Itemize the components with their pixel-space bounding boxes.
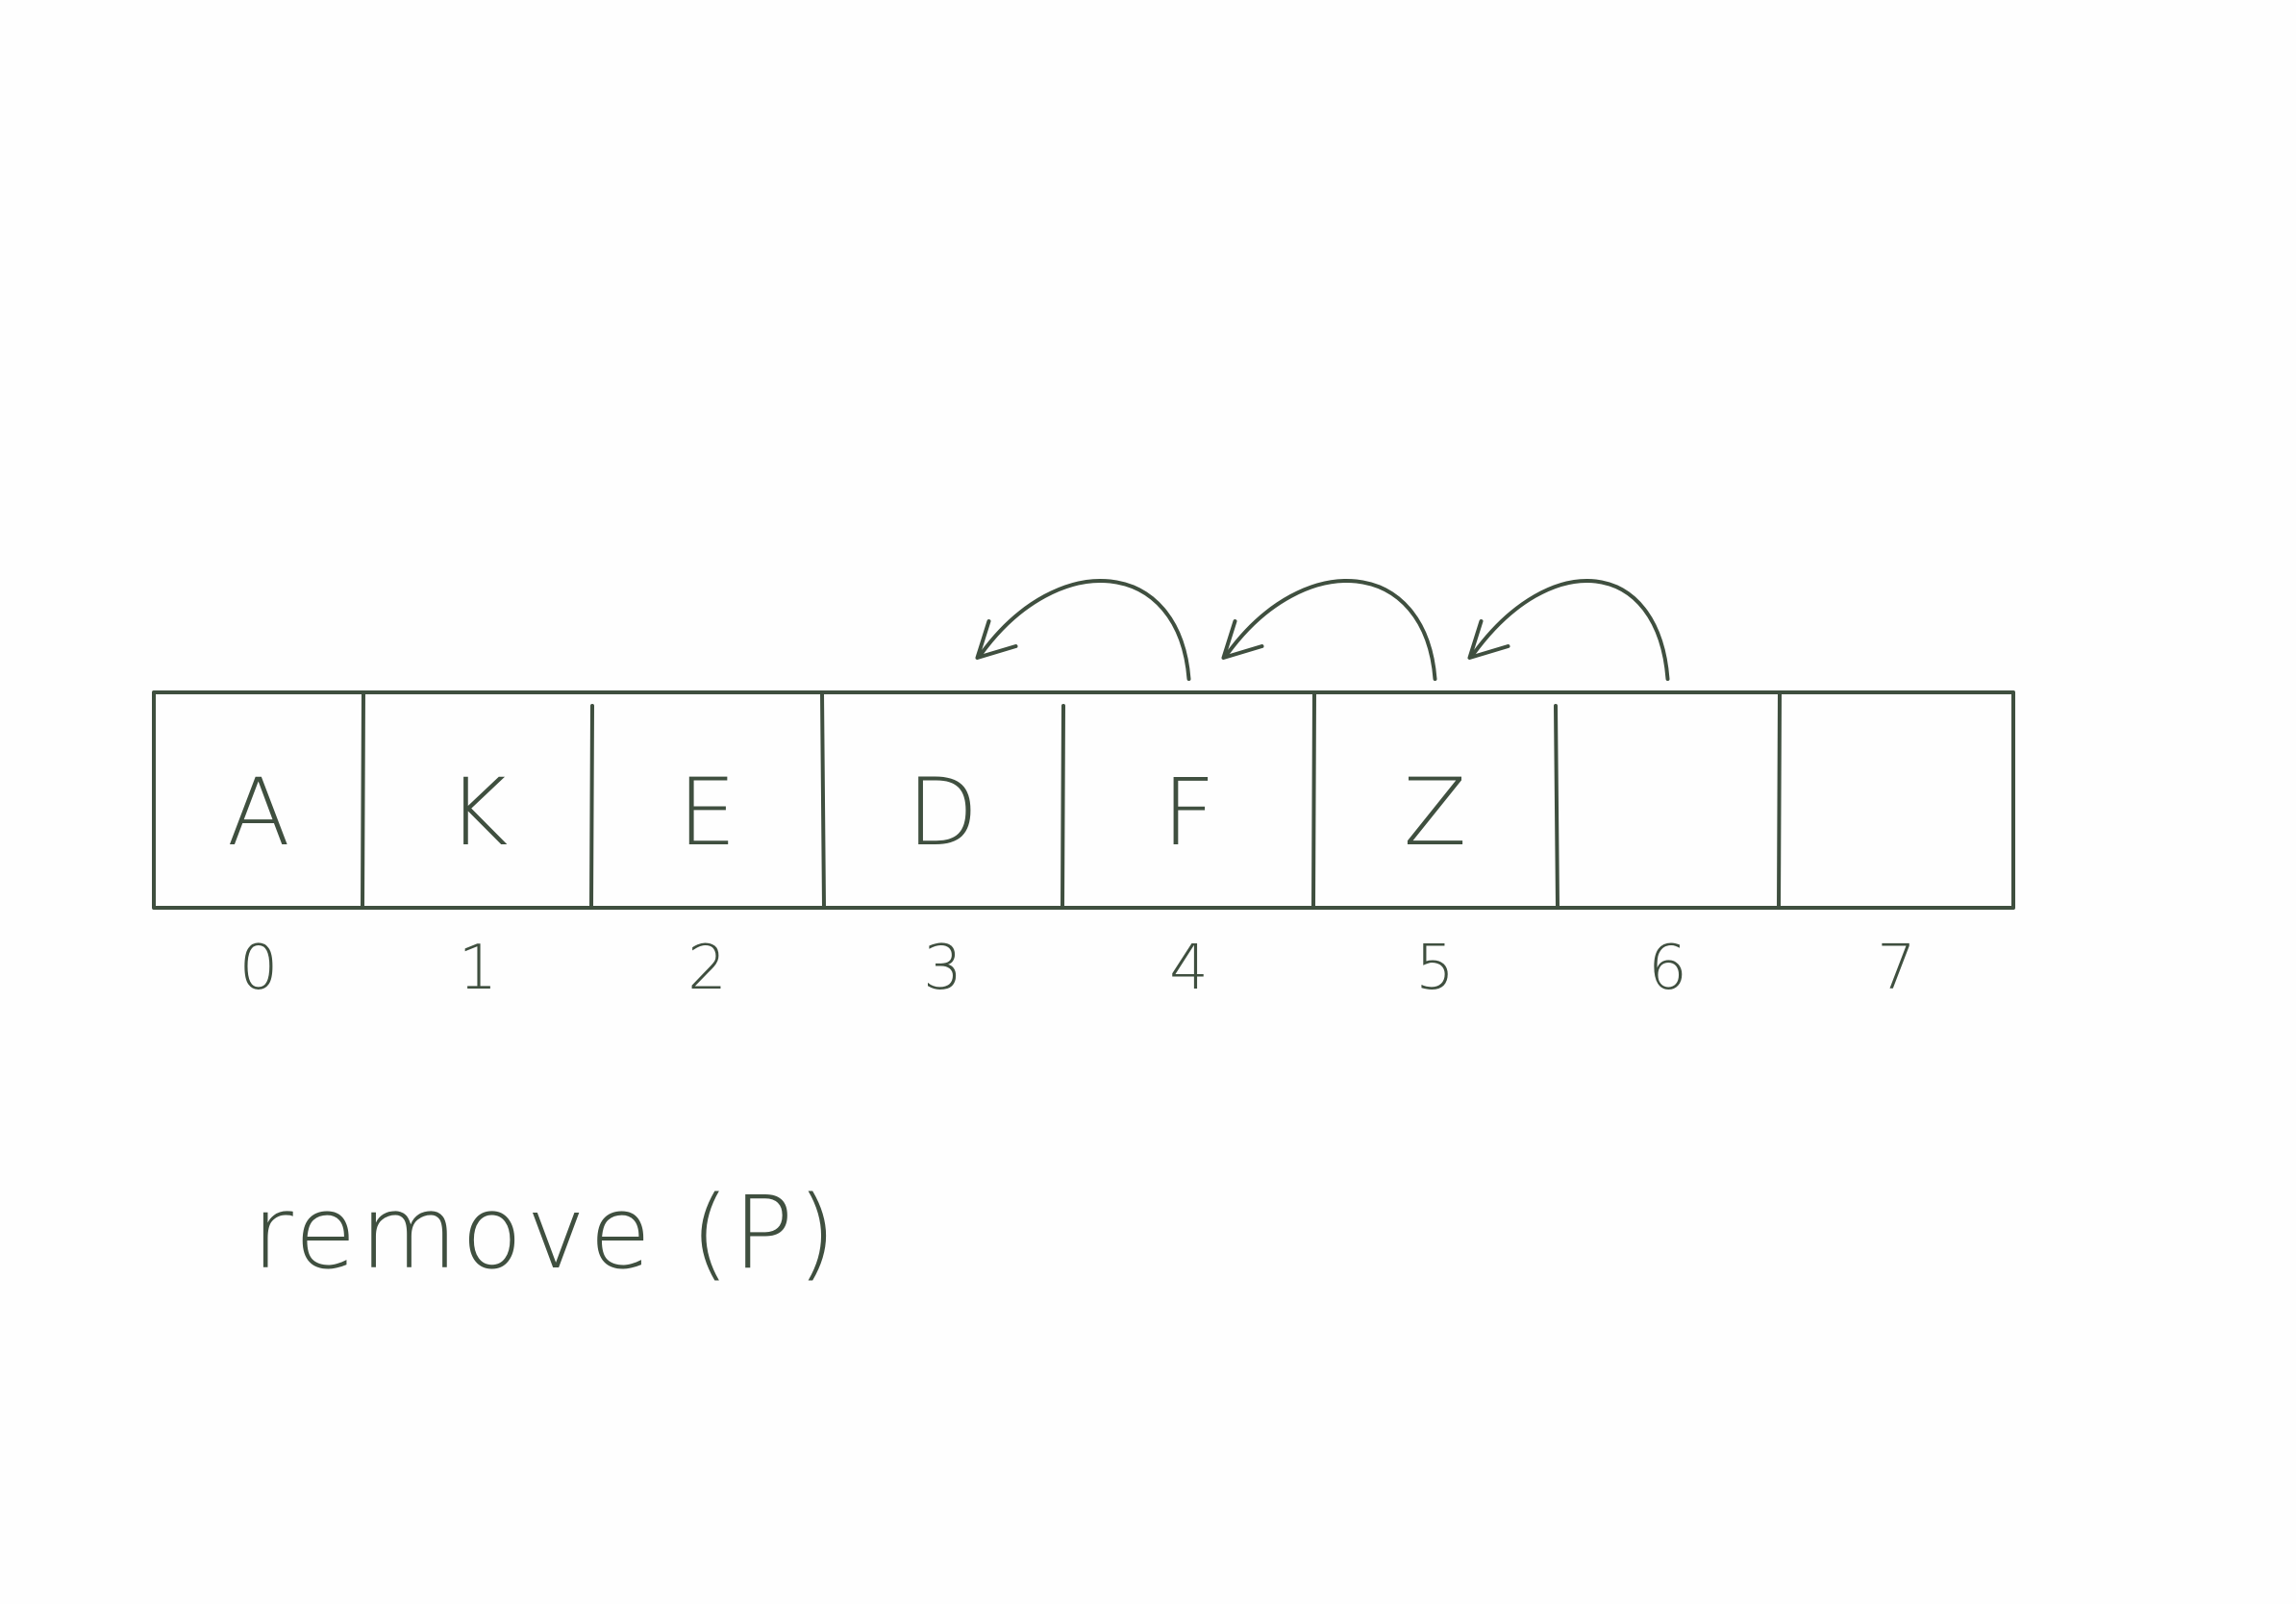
arrow-curve	[1225, 579, 1437, 681]
array-box: A 0 K 1 E 2 D 3 F 4 Z 5 6 7	[152, 690, 2015, 1004]
shift-arrow	[1467, 579, 1670, 681]
cell-index: 1	[459, 933, 498, 1004]
cell-divider	[361, 690, 365, 910]
cell-divider	[1777, 690, 1782, 910]
shift-arrow	[975, 579, 1191, 681]
cell-value: E	[678, 759, 736, 866]
cell-index: 7	[1877, 933, 1916, 1004]
cell-index: 5	[1415, 933, 1455, 1004]
arrow-curve	[979, 579, 1191, 681]
cell-divider	[1061, 704, 1065, 910]
cell-value: A	[227, 759, 290, 866]
cell-index: 0	[239, 933, 279, 1004]
cell-divider	[589, 704, 594, 910]
shift-arrows	[975, 579, 1670, 681]
cell-divider	[1554, 704, 1560, 910]
arrow-curve	[1471, 579, 1670, 681]
shift-arrow	[1221, 579, 1437, 681]
cell-index: 4	[1169, 933, 1209, 1004]
cell-value: K	[448, 759, 509, 866]
cell-divider	[820, 690, 826, 910]
arrow-head	[1221, 619, 1264, 660]
cell-value: D	[908, 759, 979, 866]
cell-value: Z	[1404, 759, 1467, 866]
cell-index: 6	[1648, 933, 1687, 1004]
cell-value: F	[1162, 759, 1215, 866]
arrow-head	[975, 619, 1018, 660]
array-outline	[152, 690, 2015, 910]
cell-divider	[1311, 690, 1316, 910]
arrow-head	[1467, 619, 1510, 660]
cell-index: 2	[687, 933, 727, 1004]
cell-index: 3	[923, 933, 962, 1004]
operation-label: remove (P)	[252, 1174, 840, 1291]
